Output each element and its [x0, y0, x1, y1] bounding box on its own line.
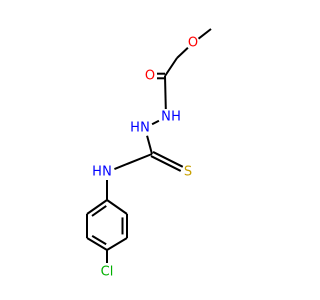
bond-ring-6-1-inner: [91, 205, 107, 217]
atom-n-amide-hydrogen: H: [171, 110, 181, 125]
bond-methyl-oxygen: [197, 28, 212, 40]
atom-n-aryl: N: [102, 165, 112, 180]
bond-thiocarbonyl-sulfur-a: [150, 155, 182, 172]
bonds: [86, 28, 212, 263]
atom-n-aryl-hydrogen: H: [92, 165, 102, 180]
bond-methylene-carbonyl: [164, 57, 178, 77]
bond-ring-4-5-inner: [91, 234, 107, 246]
bond-carbonyl-amide-n: [164, 75, 167, 110]
bond-ring-6-1: [86, 199, 108, 215]
atom-o-ether: O: [188, 36, 198, 51]
bond-ring-3-4: [106, 237, 128, 251]
bond-ring-4-5: [86, 237, 108, 251]
atom-o-carbonyl: O: [145, 69, 155, 84]
bond-n-n: [151, 119, 160, 126]
atom-cl: Cl: [101, 265, 114, 280]
bond-thiocarbonyl-sulfur-b: [152, 151, 184, 168]
bond-oxygen-methylene: [176, 47, 189, 59]
bond-hydrazine-thiocarbonyl: [146, 135, 153, 155]
atom-n-hydrazine: N: [140, 121, 150, 136]
atom-n-hydrazine-hydrogen: H: [130, 121, 140, 136]
bond-thiocarbonyl-aryl-n: [114, 153, 153, 170]
atom-s-thio: S: [184, 165, 192, 180]
bond-ring-1-2: [106, 199, 128, 215]
atom-n-amide: N: [161, 110, 171, 125]
